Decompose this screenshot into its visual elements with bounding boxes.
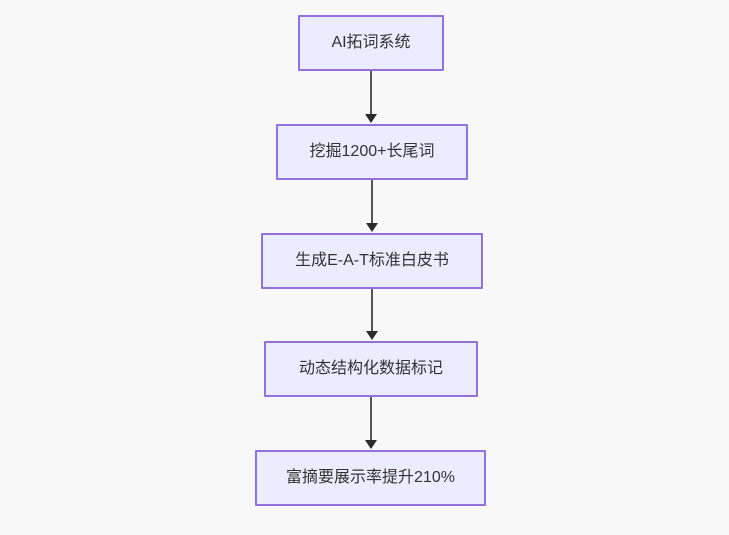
arrow-down-icon (366, 223, 378, 232)
flow-node-label: 动态结构化数据标记 (298, 360, 443, 377)
flow-node-E: 富摘要展示率提升210% (255, 450, 486, 506)
arrow-down-icon (366, 331, 378, 340)
flow-node-label: 富摘要展示率提升210% (286, 469, 455, 486)
flow-edge-A-B (370, 71, 372, 116)
arrow-down-icon (365, 440, 377, 449)
flow-node-A: AI拓词系统 (298, 15, 444, 71)
flow-node-label: 挖掘1200+长尾词 (309, 143, 435, 160)
flow-node-label: AI拓词系统 (331, 34, 411, 51)
flow-node-C: 生成E-A-T标准白皮书 (261, 233, 483, 289)
flow-node-label: 生成E-A-T标准白皮书 (295, 252, 449, 269)
flow-node-D: 动态结构化数据标记 (264, 341, 478, 397)
flow-edge-D-E (370, 397, 372, 442)
arrow-down-icon (365, 114, 377, 123)
flow-edge-C-D (371, 289, 373, 333)
flow-edge-B-C (371, 180, 373, 225)
flow-node-B: 挖掘1200+长尾词 (276, 124, 468, 180)
